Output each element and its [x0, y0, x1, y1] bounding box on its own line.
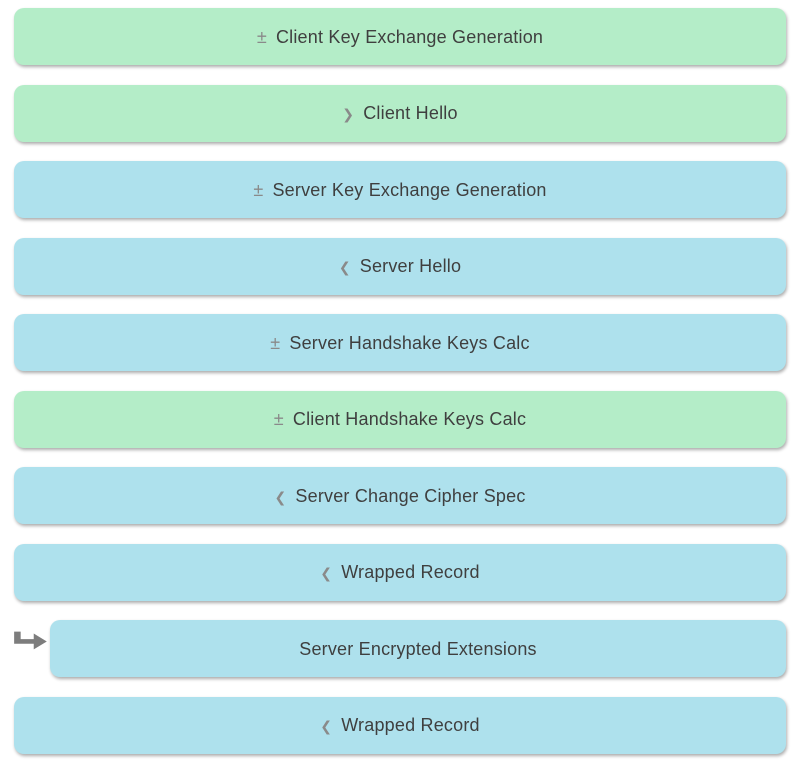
- record-bar-wrapped-record-2[interactable]: ❮ Wrapped Record: [14, 696, 786, 754]
- record-bar-wrapped-record-1[interactable]: ❮ Wrapped Record: [14, 543, 786, 601]
- record-bar-server-key-exchange-generation[interactable]: ± Server Key Exchange Generation: [14, 161, 786, 218]
- record-wrapped-record-1: ❮ Wrapped Record: [14, 543, 786, 601]
- record-client-key-exchange-generation: ± Client Key Exchange Generation: [14, 8, 786, 65]
- record-server-encrypted-extensions: Server Encrypted Extensions: [14, 620, 786, 677]
- record-wrapped-record-2: ❮ Wrapped Record: [14, 696, 786, 754]
- chevron-left-icon: ❮: [274, 488, 287, 505]
- record-label: Server Key Exchange Generation: [272, 179, 547, 200]
- plus-minus-icon: ±: [273, 409, 284, 429]
- record-bar-client-handshake-keys-calc[interactable]: ± Client Handshake Keys Calc: [14, 390, 786, 448]
- record-bar-server-encrypted-extensions[interactable]: Server Encrypted Extensions: [50, 620, 786, 677]
- chevron-left-icon: ❮: [320, 718, 333, 734]
- record-label: Client Key Exchange Generation: [275, 26, 544, 47]
- plus-minus-icon: ±: [253, 179, 264, 200]
- record-label: Wrapped Record: [341, 562, 480, 582]
- record-label: Server Hello: [359, 256, 462, 276]
- record-server-handshake-keys-calc: ± Server Handshake Keys Calc: [14, 314, 786, 371]
- record-server-change-cipher-spec: ❮ Server Change Cipher Spec: [14, 467, 786, 524]
- record-label: Client Handshake Keys Calc: [292, 409, 527, 429]
- chevron-left-icon: ❮: [320, 565, 333, 581]
- chevron-right-icon: ❯: [342, 106, 355, 122]
- record-label: Client Hello: [363, 103, 458, 123]
- record-client-handshake-keys-calc: ± Client Handshake Keys Calc: [14, 390, 786, 448]
- record-server-key-exchange-generation: ± Server Key Exchange Generation: [14, 161, 786, 218]
- pointer-arrow-icon: [11, 627, 49, 655]
- record-label: Server Handshake Keys Calc: [289, 332, 530, 353]
- record-bar-server-hello[interactable]: ❮ Server Hello: [14, 237, 786, 295]
- record-bar-client-key-exchange-generation[interactable]: ± Client Key Exchange Generation: [14, 8, 786, 65]
- plus-minus-icon: ±: [270, 332, 281, 353]
- chevron-left-icon: ❮: [338, 259, 351, 275]
- record-server-hello: ❮ Server Hello: [14, 237, 786, 295]
- record-label: Wrapped Record: [341, 715, 480, 735]
- record-bar-server-handshake-keys-calc[interactable]: ± Server Handshake Keys Calc: [14, 314, 786, 371]
- record-label: Server Change Cipher Spec: [295, 485, 526, 506]
- plus-minus-icon: ±: [256, 26, 267, 47]
- record-bar-server-change-cipher-spec[interactable]: ❮ Server Change Cipher Spec: [14, 467, 786, 524]
- record-label: Server Encrypted Extensions: [299, 638, 537, 659]
- record-client-hello: ❯ Client Hello: [14, 84, 786, 142]
- record-bar-client-hello[interactable]: ❯ Client Hello: [14, 84, 786, 142]
